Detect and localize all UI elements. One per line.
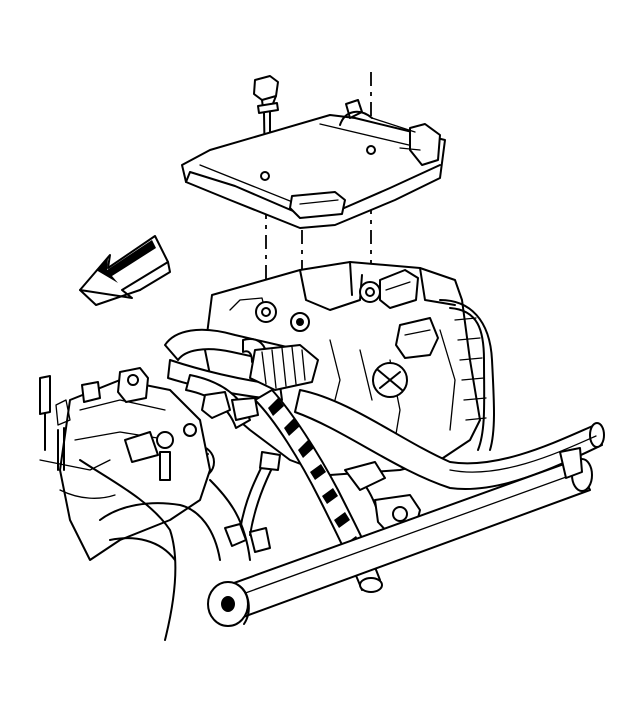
striped-harness	[201, 344, 383, 593]
harness-icon	[439, 299, 495, 451]
direction-arrow-icon	[79, 235, 171, 306]
intake-manifold	[204, 261, 481, 476]
engine-block-left	[59, 459, 251, 641]
cylinder-head-left	[39, 367, 211, 561]
lower-wiring	[224, 451, 421, 553]
crossover-pipe	[294, 389, 605, 490]
cover-plate	[181, 99, 446, 229]
bottom-cross-tube	[207, 447, 593, 627]
bolt-icon	[253, 75, 279, 173]
